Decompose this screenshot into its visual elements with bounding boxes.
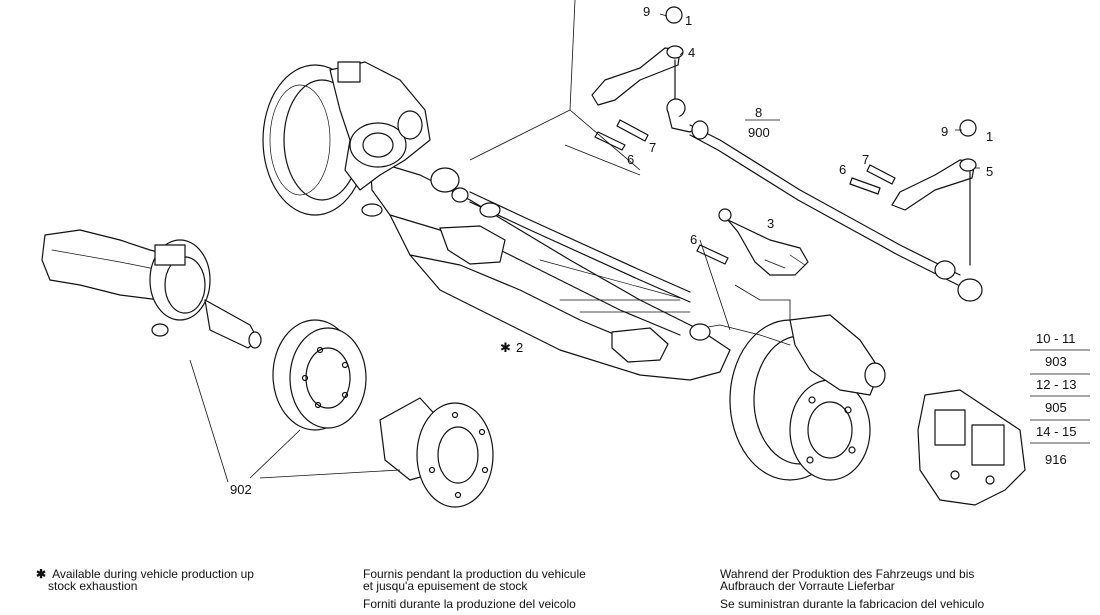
- callout-1-top: 1: [685, 13, 692, 28]
- callout-3: 3: [767, 216, 774, 231]
- footer-de-line-2: Aufbrauch der Vorraute Lieferbar: [720, 579, 895, 593]
- front-axle-exploded-diagram: 9 1 4 6 7 9 1 6 7 5 3 6 ✱ 2 902 8 900 10…: [41, 0, 1090, 508]
- bracket-3: [718, 208, 809, 276]
- ref-row-1-bottom: 903: [1045, 354, 1067, 369]
- footer-english: ✱Available during vehicle production up …: [36, 568, 254, 592]
- callout-9-right: 9: [941, 124, 948, 139]
- bolt-6-bracket: [696, 244, 729, 265]
- star-symbol-callout: ✱: [500, 340, 511, 355]
- ref-row-1-top: 10 - 11: [1036, 331, 1076, 346]
- footer-it-line: Forniti durante la produzione del veicol…: [363, 597, 576, 611]
- star-symbol: ✱: [36, 567, 47, 581]
- right-steering-knuckle: [689, 314, 886, 396]
- steering-arm-5: [891, 119, 977, 266]
- callout-6-bracket: 6: [690, 232, 697, 247]
- brake-disc-part: [272, 319, 367, 431]
- footer-de-line-1: Wahrend der Produktion des Fahrzeugs und…: [720, 567, 975, 581]
- ref-row-2-bottom: 905: [1045, 400, 1067, 415]
- brake-caliper: [917, 389, 1026, 506]
- left-steering-knuckle: [329, 61, 431, 217]
- tierod-ref-num: 8: [755, 105, 762, 120]
- footer-fr-line-1: Fournis pendant la production du vehicul…: [363, 567, 586, 581]
- axle-end-assembly: [41, 229, 262, 349]
- bolt-7-top: [616, 119, 649, 142]
- ref-row-3-top: 14 - 15: [1036, 424, 1076, 439]
- ref-row-2-top: 12 - 13: [1036, 377, 1076, 392]
- footer-es-line: Se suministran durante la fabricacion de…: [720, 597, 985, 611]
- callout-5: 5: [986, 164, 993, 179]
- ref-row-3-bottom: 916: [1045, 452, 1067, 467]
- footer-french-italian: Fournis pendant la production du vehicul…: [363, 568, 586, 610]
- steering-arm-4: [591, 6, 684, 106]
- reference-table: 10 - 11 903 12 - 13 905 14 - 15 916: [1030, 331, 1090, 467]
- axle-tie-rod: [430, 167, 691, 303]
- tierod-ref-den: 900: [748, 125, 770, 140]
- footer-notes: ✱Available during vehicle production up …: [0, 562, 1100, 615]
- leader-lines: [189, 0, 980, 483]
- callout-2: 2: [516, 340, 523, 355]
- wheel-hub-part: [379, 397, 494, 508]
- axle-beam: [369, 159, 731, 381]
- bolt-6-top: [594, 131, 626, 151]
- tie-rod-8: [689, 120, 983, 302]
- bolt-7-right: [866, 164, 896, 185]
- callout-6-right: 6: [839, 162, 846, 177]
- callout-902: 902: [230, 482, 252, 497]
- footer-en-line-2: stock exhaustion: [48, 579, 138, 593]
- footer-german-spanish: Wahrend der Produktion des Fahrzeugs und…: [720, 568, 984, 610]
- footer-fr-line-2: et jusqu'a epuisement de stock: [363, 579, 528, 593]
- callout-1-right: 1: [986, 129, 993, 144]
- callout-7-right: 7: [862, 152, 869, 167]
- callout-6-top: 6: [627, 152, 634, 167]
- bolt-6-right: [849, 177, 881, 195]
- footer-en-line-1: Available during vehicle production up: [52, 567, 254, 581]
- callout-7-top: 7: [649, 140, 656, 155]
- callout-9-top: 9: [643, 4, 650, 19]
- callout-4: 4: [688, 45, 695, 60]
